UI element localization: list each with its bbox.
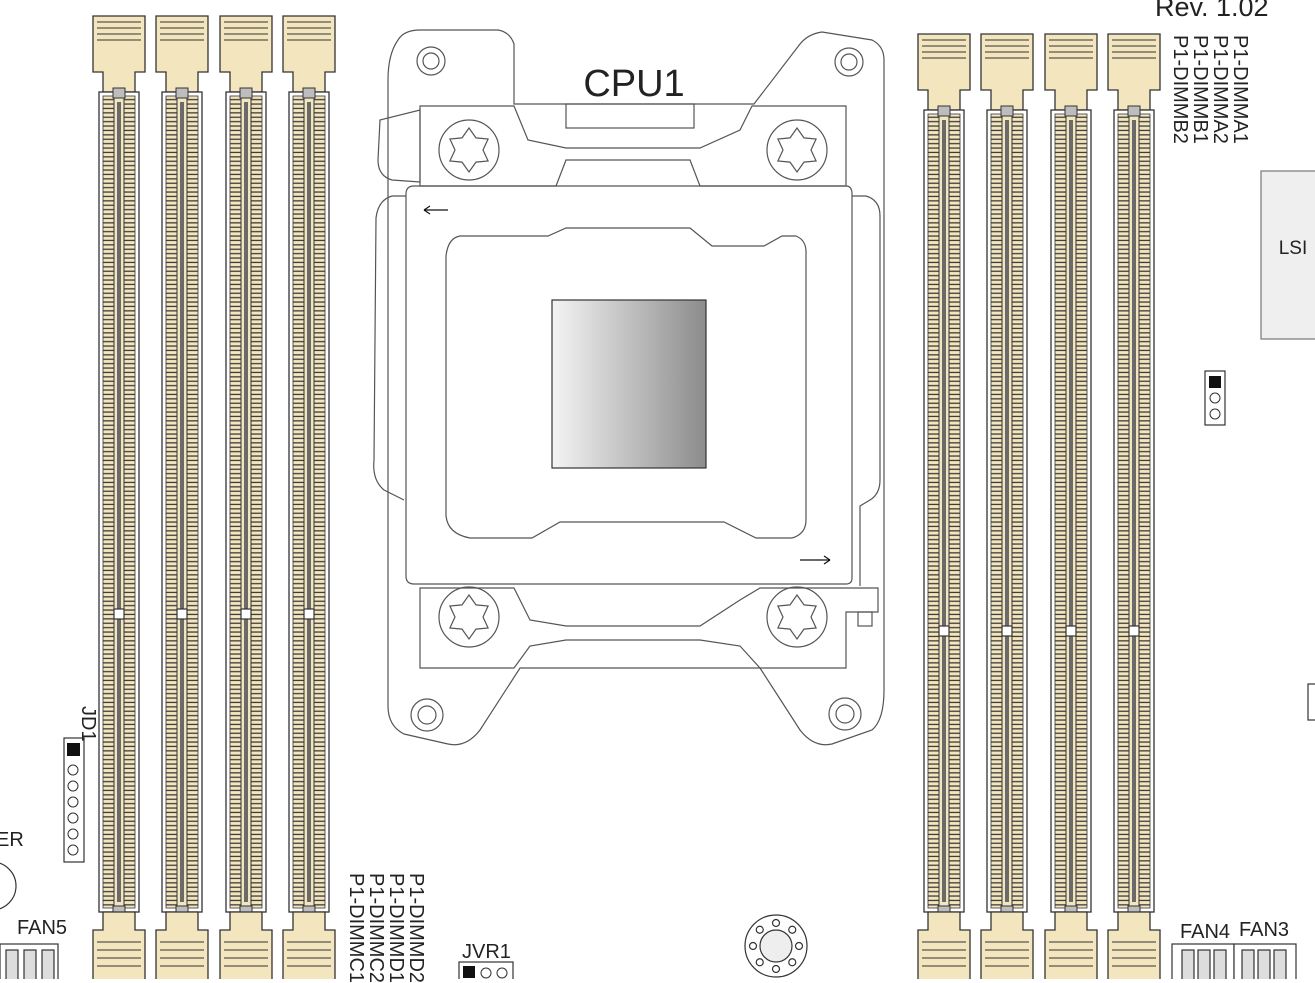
fan5-label: FAN5	[17, 917, 67, 939]
dimm-slot-left-4	[282, 15, 336, 979]
jvr1-label: JVR1	[462, 941, 511, 963]
edge-connector	[1307, 683, 1315, 721]
jumper-3pin	[1204, 370, 1226, 426]
fan5-header	[0, 943, 59, 979]
mounting-hole	[744, 914, 808, 978]
jd1-header	[63, 737, 85, 863]
fan3-header	[1233, 943, 1297, 979]
speaker	[0, 862, 17, 910]
dimm-label-b1: P1-DIMMB1	[1189, 35, 1211, 144]
cpu-die	[551, 299, 707, 469]
dimm-label-c1: P1-DIMMC1	[345, 873, 367, 983]
fan4-header	[1171, 943, 1235, 979]
fan3-label: FAN3	[1239, 919, 1289, 941]
dimm-slot-left-2	[155, 15, 209, 979]
lsi-chip-label: LSI	[1279, 238, 1308, 259]
dimm-label-a1: P1-DIMMA1	[1229, 35, 1251, 144]
dimm-slot-right-1	[917, 33, 971, 979]
speaker-label: ER	[0, 829, 24, 851]
dimm-label-c2: P1-DIMMC2	[365, 873, 387, 983]
lsi-chip	[1260, 170, 1315, 340]
revision-label: Rev. 1.02	[1155, 0, 1269, 22]
dimm-slot-left-3	[219, 15, 273, 979]
jvr1-header	[458, 961, 514, 979]
dimm-slot-right-3	[1044, 33, 1098, 979]
dimm-label-d1: P1-DIMMD1	[385, 873, 407, 983]
dimm-slot-right-2	[980, 33, 1034, 979]
dimm-slot-right-4	[1107, 33, 1161, 979]
dimm-label-d2: P1-DIMMD2	[405, 873, 427, 983]
right-dimm-slot-group	[917, 33, 1161, 979]
cpu-label: CPU1	[583, 63, 684, 105]
dimm-slot-left-1	[92, 15, 146, 979]
jd1-label: JD1	[77, 706, 99, 742]
cpu-socket	[373, 29, 885, 746]
dimm-label-b2: P1-DIMMB2	[1169, 35, 1191, 144]
left-dimm-slot-group	[92, 15, 336, 979]
dimm-label-a2: P1-DIMMA2	[1209, 35, 1231, 144]
fan4-label: FAN4	[1180, 921, 1230, 943]
